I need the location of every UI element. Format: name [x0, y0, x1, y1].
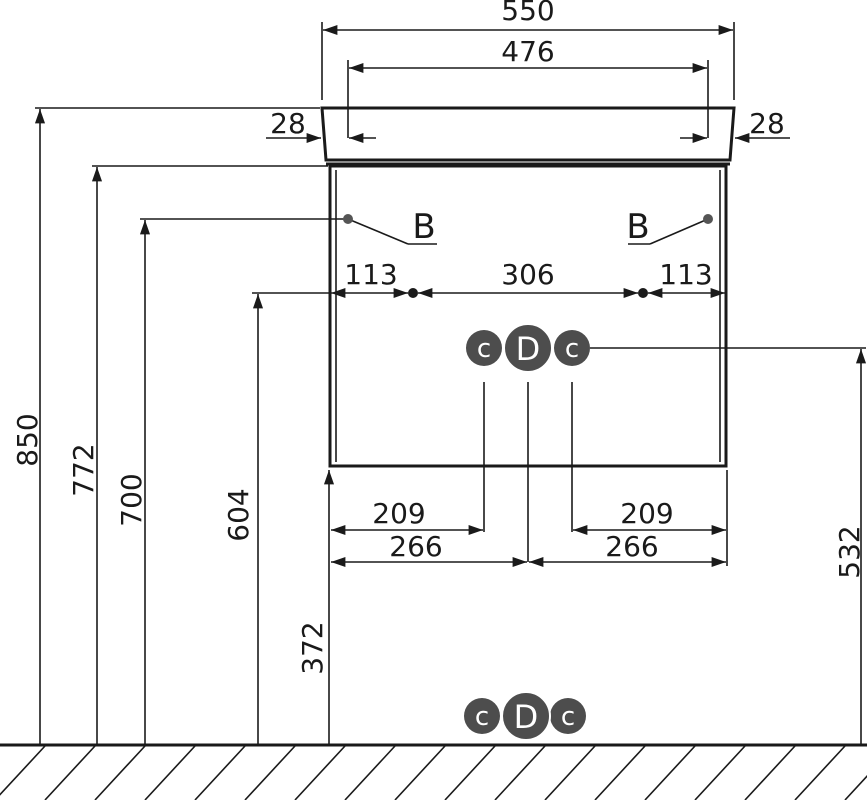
cold-water-label-upper: c [477, 334, 491, 364]
hatch-line [544, 745, 596, 800]
hatch-line [194, 745, 246, 800]
dim-top-width: 550 [321, 0, 735, 100]
hatch-line [644, 745, 696, 800]
mount-point-right [638, 288, 648, 298]
hatch-line [594, 745, 646, 800]
hatch-line [494, 745, 546, 800]
cold-water-label-floor: c [475, 702, 489, 732]
dim-height-b: 700 [115, 218, 346, 744]
cold-water-circle-floor [464, 698, 500, 734]
dim-right-to-c-label: 209 [620, 497, 673, 530]
drain-circle-floor [501, 691, 551, 741]
dim-height-bottom: 372 [296, 470, 335, 744]
drain-label-upper: D [516, 330, 541, 368]
bracket-left-dot [343, 214, 353, 224]
hatch-line [94, 745, 146, 800]
basin-top [320, 106, 736, 162]
dim-overhang-left-label: 28 [270, 107, 306, 140]
hatch-line [394, 745, 446, 800]
dim-height-bracket-label: 604 [222, 488, 255, 541]
dim-inner-width: 476 [347, 35, 709, 138]
floor-hatching [0, 745, 867, 800]
bracket-right-label: B [626, 207, 649, 247]
bracket-left: B [343, 207, 437, 247]
connections-floor: c D c [464, 691, 586, 741]
dim-between-brackets-label: 306 [501, 258, 554, 291]
bracket-right-dot [703, 214, 713, 224]
hatch-line [444, 745, 496, 800]
hot-water-label-floor: c [561, 702, 575, 732]
hatch-line [694, 745, 746, 800]
mount-point-left [408, 288, 418, 298]
dim-top-width-label: 550 [501, 0, 554, 27]
hatch-line [144, 745, 196, 800]
dim-overhang-right: 28 [680, 107, 790, 144]
hatch-line [344, 745, 396, 800]
dim-height-drain-label: 532 [833, 525, 866, 578]
dim-height-top: 772 [67, 165, 328, 744]
dim-bracket-spacing: 113 306 113 [331, 258, 725, 299]
dim-height-bracket: 604 [222, 292, 330, 744]
drain-circle-upper [503, 323, 553, 373]
hatch-line [244, 745, 296, 800]
dim-overhang-left: 28 [266, 107, 376, 144]
dim-right-to-bracket-label: 113 [659, 258, 712, 291]
dim-inner-width-label: 476 [501, 35, 554, 68]
dim-height-drain: 532 [590, 347, 867, 744]
dim-height-total-label: 850 [11, 413, 44, 466]
hot-water-label-upper: c [565, 334, 579, 364]
hot-water-circle-upper [554, 330, 590, 366]
cold-water-circle-upper [466, 330, 502, 366]
hot-water-circle-floor [550, 698, 586, 734]
dim-overhang-right-label: 28 [749, 107, 785, 140]
floor [0, 743, 867, 800]
dim-height-top-label: 772 [67, 443, 100, 496]
drain-label-floor: D [514, 698, 539, 736]
dim-height-total: 850 [11, 107, 320, 744]
hatch-line [44, 745, 96, 800]
hatch-line [294, 745, 346, 800]
hatch-line [794, 745, 846, 800]
bracket-right: B [626, 207, 713, 247]
hatch-line [0, 745, 46, 796]
dim-center-spacing: 266 266 [331, 530, 726, 568]
dim-c-spacing: 209 209 [331, 497, 726, 536]
hatch-line [744, 745, 796, 800]
bracket-left-label: B [412, 207, 435, 247]
connections-upper: c D c [466, 323, 590, 373]
dim-left-to-center-label: 266 [389, 530, 442, 563]
dim-left-to-bracket-label: 113 [344, 258, 397, 291]
hatch-line [844, 775, 867, 800]
dim-right-to-center-label: 266 [605, 530, 658, 563]
dim-height-bottom-label: 372 [296, 621, 329, 674]
dim-left-to-c-label: 209 [372, 497, 425, 530]
dim-height-b-label: 700 [115, 473, 148, 526]
